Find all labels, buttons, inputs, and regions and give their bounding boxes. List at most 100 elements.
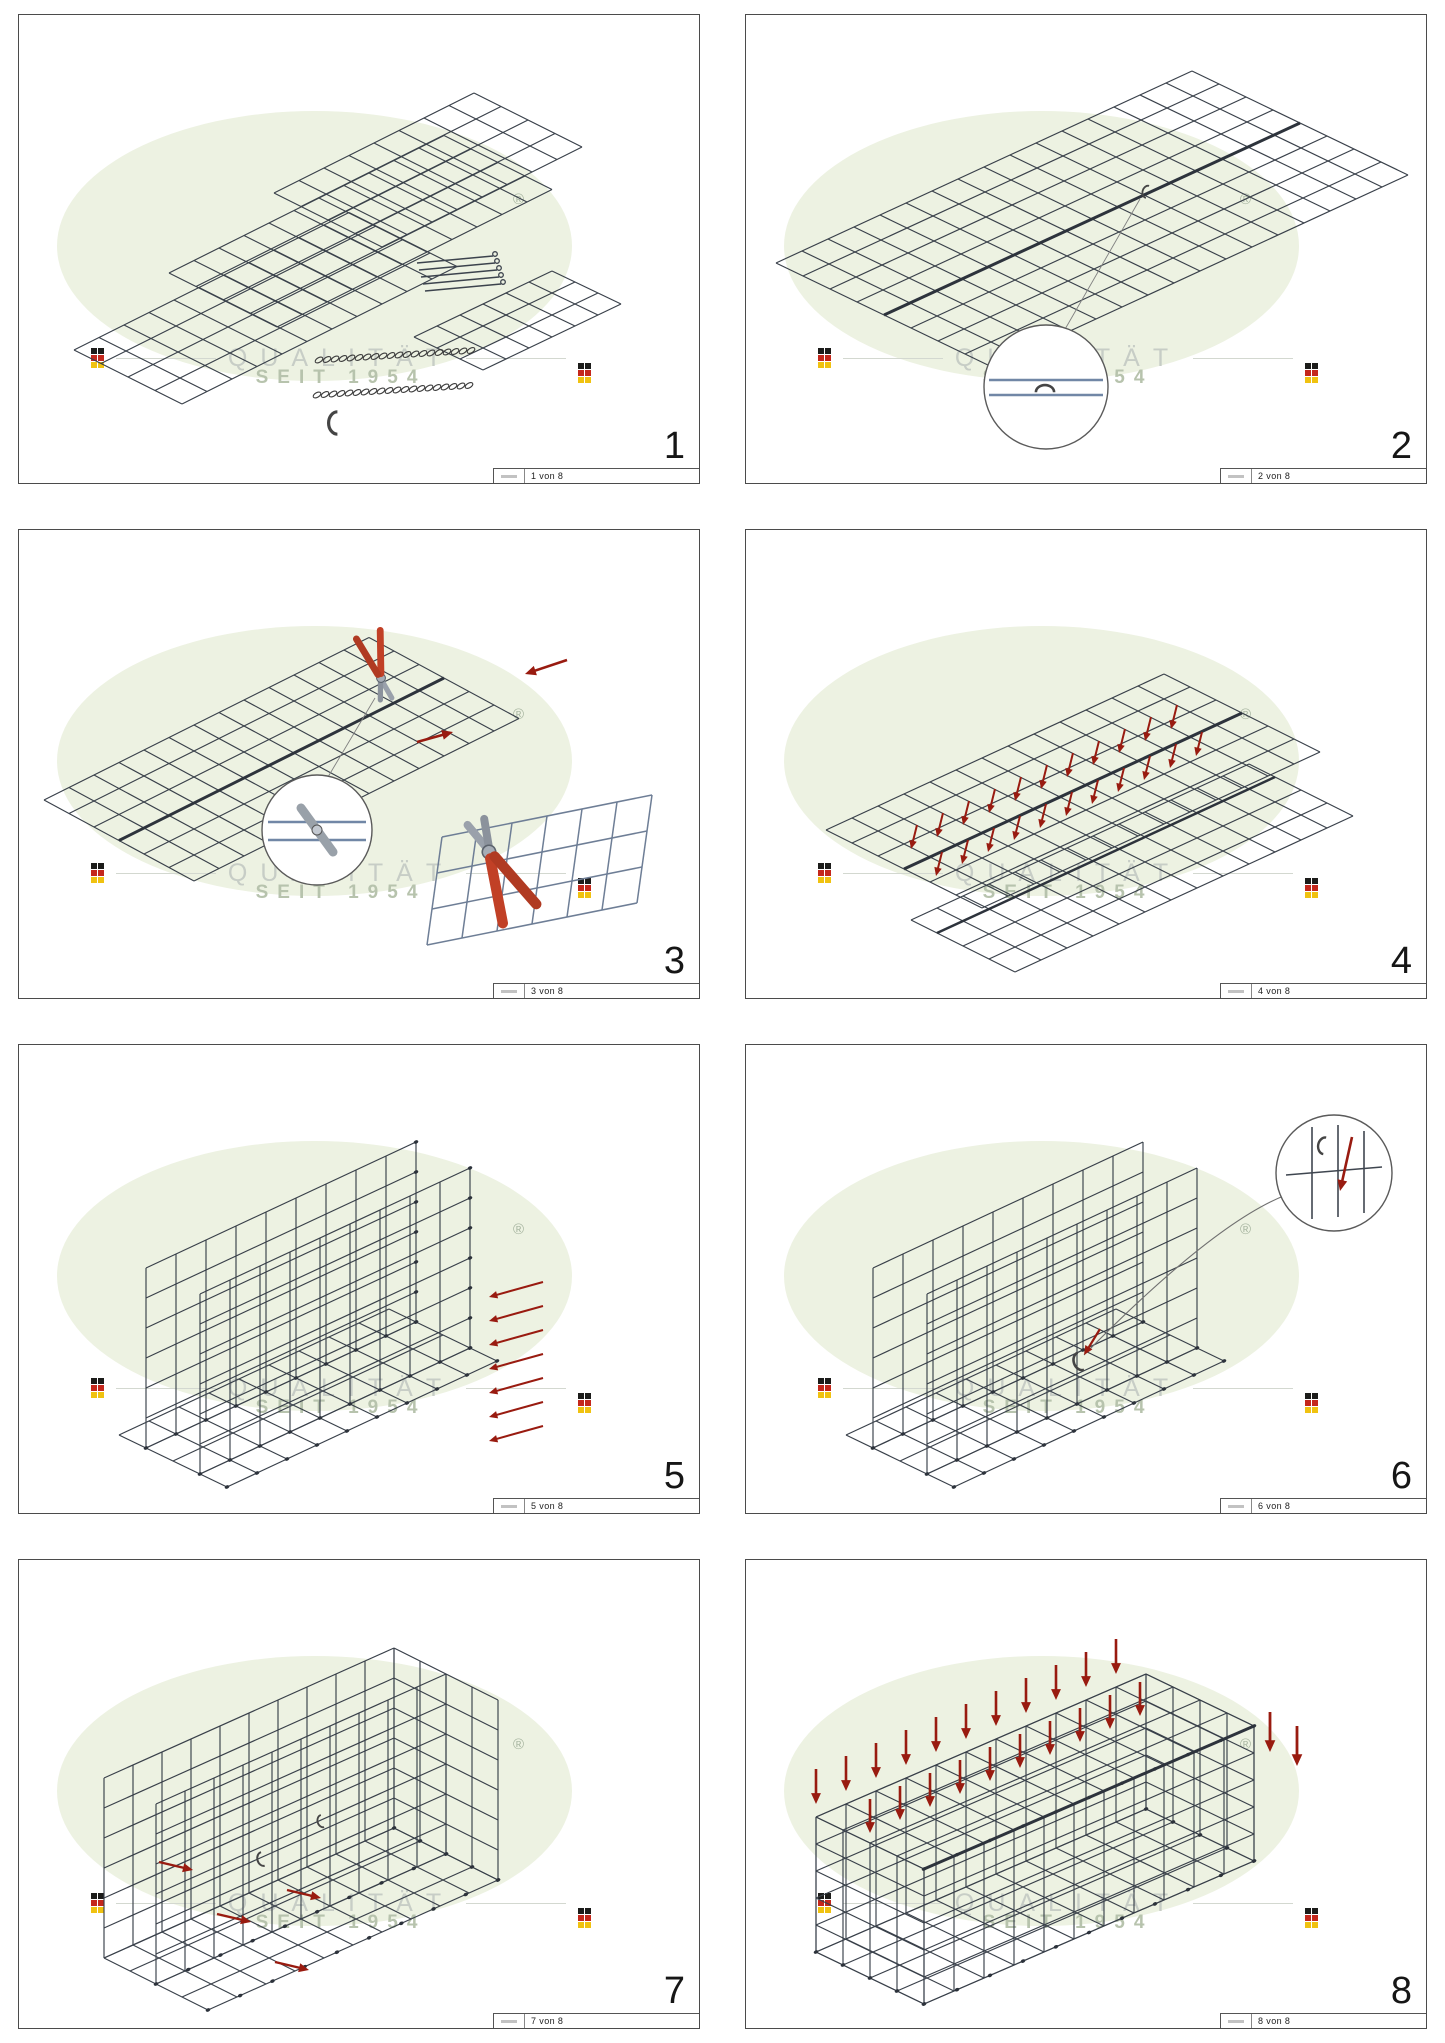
flag-square-black — [1312, 1908, 1318, 1914]
flag-square-gold — [578, 377, 584, 383]
divider-line — [843, 872, 943, 874]
instruction-step-panel: ® QUALITÄT SEIT 1954 3 3 von 8 — [18, 529, 700, 999]
sheet-title-block: 6 von 8 — [1220, 1498, 1426, 1513]
flag-square-red — [1312, 1915, 1318, 1921]
watermark-since-row: SEIT 1954 — [818, 1397, 1318, 1419]
flag-square-gold — [818, 362, 824, 368]
step-number: 2 — [1390, 425, 1412, 467]
step-number: 5 — [663, 1455, 685, 1497]
flag-square-red — [818, 1900, 824, 1906]
sheet-page-label: 1 von 8 — [531, 471, 564, 481]
step-2-illustration — [775, 70, 1409, 450]
flag-square-black — [91, 863, 97, 869]
flag-square-gold — [1305, 1407, 1311, 1413]
flag-square-gold — [98, 877, 104, 883]
step-7-illustration — [103, 1647, 501, 2012]
flag-square-gold — [578, 1407, 584, 1413]
instruction-step-panel: ® QUALITÄT SEIT 1954 2 2 von 8 — [745, 14, 1427, 484]
brand-flag-logo — [1305, 363, 1318, 383]
flag-square-gold — [818, 877, 824, 883]
title-block-cell — [494, 984, 525, 998]
flag-square-red — [578, 885, 584, 891]
sheet-page-label: 7 von 8 — [531, 2016, 564, 2026]
flag-square-black — [98, 348, 104, 354]
title-block-mark — [1228, 474, 1244, 478]
sheet-title-block: 7 von 8 — [493, 2013, 699, 2028]
watermark-since-text: SEIT 1954 — [255, 367, 427, 388]
watermark-since-text: SEIT 1954 — [982, 1397, 1154, 1418]
flag-square-red — [98, 870, 104, 876]
flag-square-gold — [98, 1907, 104, 1913]
watermark-since-row: SEIT 1954 — [91, 1912, 591, 1934]
sheet-page-label: 5 von 8 — [531, 1501, 564, 1511]
divider-line — [843, 1387, 943, 1389]
title-block-mark — [501, 1504, 517, 1508]
flag-square-black — [1312, 363, 1318, 369]
sheet-title-block: 2 von 8 — [1220, 468, 1426, 483]
step-number: 3 — [663, 940, 685, 982]
step-4-illustration — [825, 673, 1354, 973]
step-number: 7 — [663, 1970, 685, 2012]
sheet-page-label: 2 von 8 — [1258, 471, 1291, 481]
sheet-title-block: 5 von 8 — [493, 1498, 699, 1513]
flag-square-red — [585, 1400, 591, 1406]
flag-square-red — [1305, 885, 1311, 891]
divider-line — [1193, 1902, 1293, 1904]
flag-square-gold — [98, 362, 104, 368]
sheet-title-block: 4 von 8 — [1220, 983, 1426, 998]
step-5-illustration — [118, 1140, 544, 1489]
flag-square-red — [1305, 1400, 1311, 1406]
sheet-page-label: 3 von 8 — [531, 986, 564, 996]
flag-square-black — [818, 348, 824, 354]
sheet-page-label: 4 von 8 — [1258, 986, 1291, 996]
step-6-illustration — [845, 1114, 1393, 1489]
flag-square-black — [825, 1378, 831, 1384]
title-block-cell — [1221, 469, 1252, 483]
flag-square-black — [818, 1378, 824, 1384]
instruction-step-panel: ® QUALITÄT SEIT 1954 1 1 von 8 — [18, 14, 700, 484]
watermark-since-row: SEIT 1954 — [818, 882, 1318, 904]
step-1-illustration — [73, 92, 622, 436]
flag-square-gold — [585, 1407, 591, 1413]
flag-square-gold — [585, 892, 591, 898]
flag-square-black — [578, 363, 584, 369]
flag-square-gold — [818, 1392, 824, 1398]
flag-square-black — [825, 863, 831, 869]
flag-square-red — [98, 355, 104, 361]
flag-square-gold — [825, 1392, 831, 1398]
sheet-page-label: 8 von 8 — [1258, 2016, 1291, 2026]
flag-square-red — [98, 1900, 104, 1906]
brand-watermark: ® QUALITÄT SEIT 1954 — [746, 530, 1426, 998]
title-block-mark — [501, 474, 517, 478]
instruction-step-panel: ® QUALITÄT SEIT 1954 7 7 von 8 — [18, 1559, 700, 2029]
divider-line — [466, 1387, 566, 1389]
title-block-mark — [1228, 2019, 1244, 2023]
flag-square-black — [1312, 1393, 1318, 1399]
flag-square-gold — [1305, 1922, 1311, 1928]
flag-square-gold — [1312, 1407, 1318, 1413]
divider-line — [843, 357, 943, 359]
divider-line — [116, 1902, 216, 1904]
flag-square-black — [98, 1893, 104, 1899]
sheet-title-block: 1 von 8 — [493, 468, 699, 483]
watermark-since-row: SEIT 1954 — [91, 1397, 591, 1419]
brand-flag-logo — [91, 863, 104, 883]
flag-square-gold — [825, 362, 831, 368]
divider-line — [466, 1902, 566, 1904]
brand-flag-logo — [578, 1393, 591, 1413]
flag-square-red — [91, 355, 97, 361]
step-number: 4 — [1390, 940, 1412, 982]
flag-square-red — [1312, 1400, 1318, 1406]
brand-flag-logo — [818, 863, 831, 883]
flag-square-gold — [91, 1392, 97, 1398]
watermark-since-text: SEIT 1954 — [255, 1397, 427, 1418]
title-block-cell — [494, 2014, 525, 2028]
flag-square-gold — [825, 1907, 831, 1913]
step-8-illustration — [811, 1639, 1303, 2006]
brand-flag-logo — [1305, 1393, 1318, 1413]
flag-square-red — [578, 1400, 584, 1406]
watermark-ellipse — [784, 626, 1299, 896]
title-block-mark — [501, 2019, 517, 2023]
flag-square-gold — [91, 1907, 97, 1913]
step-number: 6 — [1390, 1455, 1412, 1497]
